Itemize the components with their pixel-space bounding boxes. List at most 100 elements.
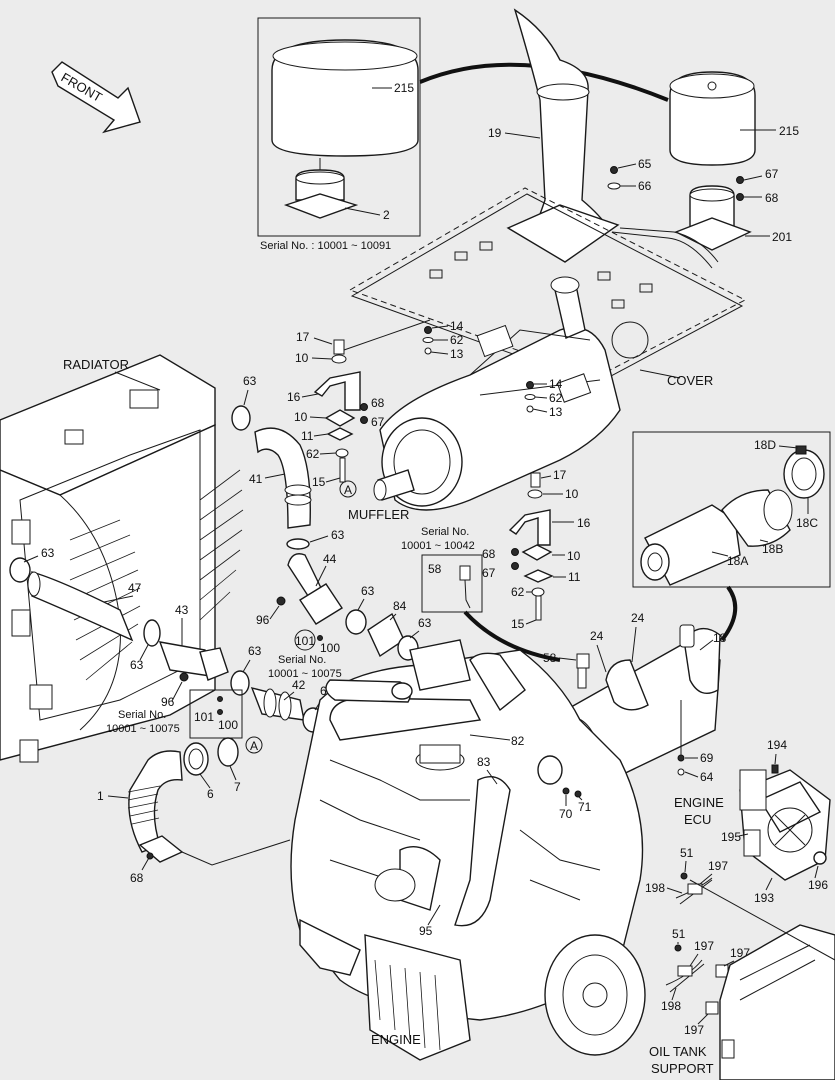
callout-83: 83 [477, 755, 491, 769]
ref-a-1: A [344, 483, 352, 497]
muffler-label: MUFFLER [348, 507, 409, 522]
callout-18c: 18C [796, 516, 818, 530]
callout-68-d: 68 [130, 871, 144, 885]
callout-14-a: 14 [450, 319, 464, 333]
callout-10-b: 10 [294, 410, 308, 424]
oil-tank-label-line1: OIL TANK [649, 1044, 707, 1059]
callout-101-a: 101 [295, 634, 315, 648]
callout-2: 2 [383, 208, 390, 222]
turbo-inlet-pipe: A 6 7 1 68 [97, 736, 291, 885]
oil-tank-support: OIL TANK SUPPORT [649, 879, 835, 1080]
callout-197-b: 197 [694, 939, 714, 953]
callout-16-b: 16 [577, 516, 591, 530]
serial-note-4b: 10001 ~ 10075 [106, 723, 180, 735]
callout-63-f: 63 [130, 658, 144, 672]
ecu-label-line1: ENGINE [674, 795, 724, 810]
serial-note-1: Serial No. : 10001 ~ 10091 [260, 240, 391, 252]
engine-ecu: ENGINE ECU 194 195 193 196 [674, 738, 831, 905]
callout-51-b: 51 [672, 927, 686, 941]
callout-66: 66 [638, 179, 652, 193]
callout-24-a: 24 [590, 629, 604, 643]
callout-41: 41 [249, 472, 263, 486]
inset-sensor-58: Serial No. 10001 ~ 10042 58 [401, 526, 483, 613]
callout-68-c: 68 [482, 547, 496, 561]
radiator-label: RADIATOR [63, 357, 129, 372]
callout-19: 19 [488, 126, 502, 140]
callout-62-c: 62 [306, 447, 320, 461]
callout-96-b: 96 [161, 695, 175, 709]
callout-10-c: 10 [565, 487, 579, 501]
muffler-bracket-upper: 17 10 16 10 68 67 11 62 15 A [287, 319, 431, 498]
callout-7: 7 [234, 780, 241, 794]
callout-47: 47 [128, 581, 142, 595]
callout-215-b: 215 [779, 124, 799, 138]
muffler: MUFFLER [348, 276, 621, 522]
callout-10-a: 10 [295, 351, 309, 365]
callout-69: 69 [700, 751, 714, 765]
inset-frame [257, 17, 421, 237]
radiator: RADIATOR [0, 354, 244, 763]
air-cap-early [271, 39, 419, 157]
callout-198-a: 198 [645, 881, 665, 895]
callout-18a: 18A [727, 554, 748, 568]
callout-193: 193 [754, 891, 774, 905]
callout-11-b: 11 [568, 570, 581, 584]
muffler-bracket-lower: 17 10 16 68 67 10 11 62 15 [482, 468, 591, 631]
ref-a-2: A [250, 739, 258, 753]
front-arrow: FRONT [51, 61, 141, 134]
callout-64: 64 [700, 770, 714, 784]
callout-13-b: 13 [549, 405, 563, 419]
serial-note-3b: 10001 ~ 10075 [268, 668, 342, 680]
callout-18: 18 [713, 631, 727, 645]
inset-air-cleaner: 18D 18C 18B 18A [632, 431, 831, 588]
bolts-14-62-13: 14 62 13 14 62 13 [422, 319, 563, 419]
callout-67-c: 67 [482, 566, 496, 580]
serial-note-2a: Serial No. [421, 526, 469, 538]
callout-68-b: 68 [371, 396, 385, 410]
callout-44: 44 [323, 552, 337, 566]
callout-58-a: 58 [428, 562, 442, 576]
callout-1: 1 [97, 789, 104, 803]
callout-13-a: 13 [450, 347, 464, 361]
callout-18d: 18D [754, 438, 776, 452]
callout-67-b: 67 [371, 415, 385, 429]
callout-197-a: 197 [708, 859, 728, 873]
callout-10-d: 10 [567, 549, 581, 563]
callout-196: 196 [808, 878, 828, 892]
callout-201: 201 [772, 230, 792, 244]
callout-6: 6 [207, 787, 214, 801]
ecu-label-line2: ECU [684, 812, 711, 827]
serial-notes-101-100: 101 100 Serial No. 10001 ~ 10075 Serial … [106, 629, 342, 739]
callout-65: 65 [638, 157, 652, 171]
serial-note-2b: 10001 ~ 10042 [401, 540, 475, 552]
callout-63-c: 63 [361, 584, 375, 598]
cable-clamps: 51 197 198 51 197 197 198 197 [645, 846, 750, 1037]
callout-96-a: 96 [256, 613, 270, 627]
callout-14-b: 14 [549, 377, 563, 391]
callout-71: 71 [578, 800, 592, 814]
callout-62-b: 62 [549, 391, 563, 405]
callout-63-g: 63 [248, 644, 262, 658]
callout-101-b: 101 [194, 710, 214, 724]
callout-95: 95 [419, 924, 433, 938]
callout-194: 194 [767, 738, 787, 752]
engine-label: ENGINE [371, 1032, 421, 1047]
callout-100-b: 100 [218, 718, 238, 732]
intake-hoses: 63 41 63 44 96 63 84 63 63 47 43 63 63 4… [9, 374, 432, 733]
callout-195: 195 [721, 830, 741, 844]
adapter-flange-early [283, 193, 359, 219]
callout-197-d: 197 [684, 1023, 704, 1037]
callout-70: 70 [559, 807, 573, 821]
exhaust-stack: 19 [488, 8, 620, 263]
leader-arc-aircleaner [720, 585, 738, 642]
callout-17-a: 17 [296, 330, 310, 344]
callout-15-b: 15 [511, 617, 525, 631]
serial-note-4a: Serial No. [118, 709, 166, 721]
callout-43: 43 [175, 603, 189, 617]
callout-67-a: 67 [765, 167, 779, 181]
callout-24-b: 24 [631, 611, 645, 625]
callout-51-a: 51 [680, 846, 694, 860]
callout-84: 84 [393, 599, 407, 613]
callout-18b: 18B [762, 542, 783, 556]
